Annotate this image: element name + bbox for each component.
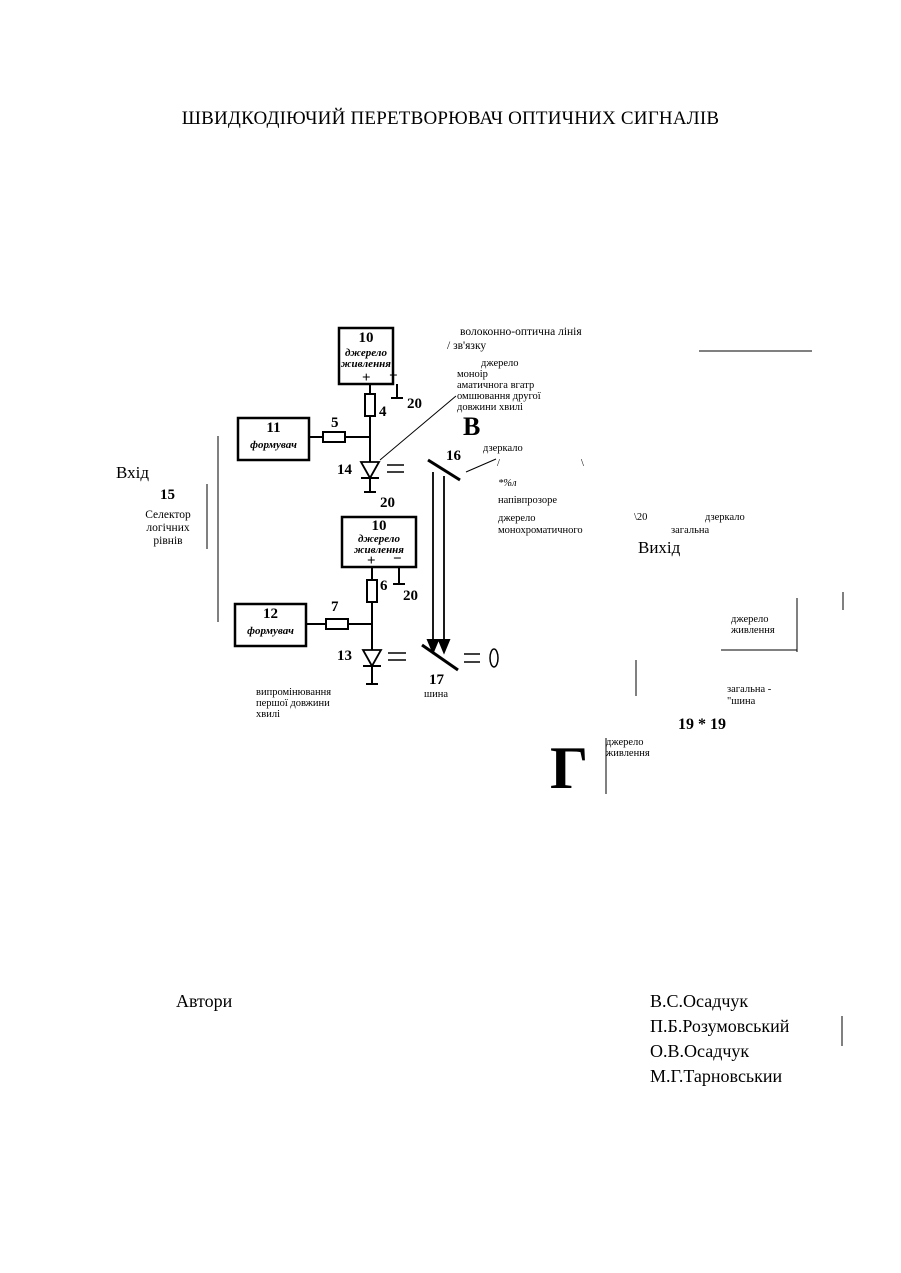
source2-line1: джерело (481, 359, 519, 370)
emission-label-3: хвилі (256, 710, 280, 721)
common-bus-label-1: загальна - (727, 685, 771, 696)
label-20-low: 20 (403, 588, 418, 605)
resistor-6 (367, 580, 377, 602)
source2-line4: омшювання другої (457, 392, 541, 403)
former-12-number: 12 (235, 606, 306, 623)
mirror-17 (422, 645, 458, 670)
label-15: 15 (160, 487, 175, 504)
percent-mark: *%л (498, 479, 517, 490)
power-mid-plus: + (367, 553, 376, 570)
mono-source-label-1: джерело (498, 514, 536, 525)
mirror-label: дзеркало (483, 444, 523, 455)
former-11-label: формувач (238, 439, 309, 451)
power-top-number: 10 (339, 330, 393, 347)
mirror2-label: дзеркало (705, 513, 745, 524)
emission-label-2: першої довжини (256, 699, 330, 710)
label-20-mid: 20 (380, 495, 395, 512)
label-19: 19 * 19 (678, 716, 726, 734)
bus-label: шина (424, 690, 448, 701)
label-20-top: 20 (407, 396, 422, 413)
author-name-3: О.В.Осадчук (650, 1039, 749, 1064)
resistor-4 (365, 394, 375, 416)
label-16: 16 (446, 448, 461, 465)
label-17: 17 (429, 672, 444, 689)
backslash-mark: \ (581, 459, 584, 470)
mono-source-label-2: монохроматичного (498, 526, 583, 537)
power-mid-minus: − (393, 551, 402, 568)
label-7: 7 (331, 599, 339, 616)
source2-line2: моноір (457, 370, 488, 381)
led-14 (361, 462, 379, 478)
input-label: Вхід (116, 463, 149, 483)
semitransparent-label: напівпрозоре (498, 496, 557, 507)
led-13 (363, 650, 381, 666)
power-mid-label: джерело живлення (342, 534, 416, 556)
letter-b: В (463, 412, 480, 442)
label-6: 6 (380, 578, 388, 595)
selector-label-3: рівнів (139, 535, 197, 547)
output-label: Вихід (638, 538, 680, 558)
common-cut-label: загальна (671, 526, 709, 534)
author-name-1: В.С.Осадчук (650, 989, 748, 1014)
power-right-label-2: живлення (731, 626, 775, 637)
letter-g: Г (550, 738, 588, 798)
author-name-2: П.Б.Розумовський (650, 1014, 789, 1039)
power-bottom-label-2: живлення (606, 749, 650, 760)
label-4: 4 (379, 404, 387, 421)
resistor-5 (323, 432, 345, 442)
former-11-number: 11 (238, 420, 309, 437)
former-12-label: формувач (235, 625, 306, 637)
label-20-right: \20 (634, 513, 647, 524)
power-top-minus: − (389, 368, 398, 385)
selector-label-1: Селектор (139, 509, 197, 521)
power-top-plus: + (362, 370, 371, 387)
selector-label-2: логічних (139, 522, 197, 534)
common-bus-label-2: "шина (727, 697, 755, 708)
power-bottom-label-1: джерело (606, 738, 644, 749)
power-right-label-1: джерело (731, 615, 769, 626)
power-top-label: джерело живлення (339, 348, 393, 370)
label-14: 14 (337, 462, 352, 479)
emission-label-1: випромінювання (256, 688, 331, 699)
authors-heading: Автори (176, 989, 232, 1014)
fiber-line-label-2: / зв'язку (447, 340, 486, 352)
slash-mark: / (497, 459, 500, 470)
label-5: 5 (331, 415, 339, 432)
source2-line3: аматичнога вгатр (457, 381, 534, 392)
label-13: 13 (337, 648, 352, 665)
fiber-line-label: волоконно-оптична лінія (460, 326, 582, 338)
resistor-7 (326, 619, 348, 629)
author-name-4: М.Г.Тарновськии (650, 1064, 782, 1089)
